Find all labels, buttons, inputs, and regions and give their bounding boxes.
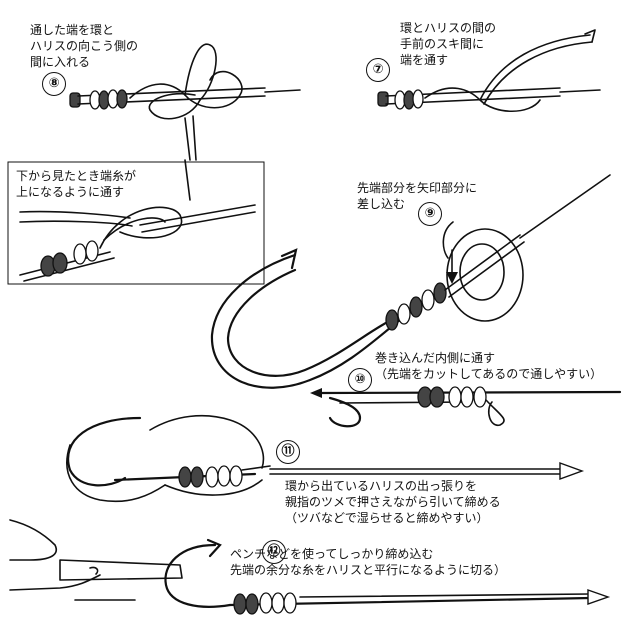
step7-number: ⑦ (366, 58, 390, 82)
step10-text: 巻き込んだ内側に通す （先端をカットしてあるので通しやすい） (375, 351, 603, 381)
step12-text: ペンチなどを使ってしっかり締め込む 先端の余分な糸をハリスと平行になるように切る… (230, 547, 507, 577)
step7-text: 環とハリスの間の 手前のスキ間に 端を通す (400, 21, 497, 67)
step9-drawing (210, 174, 611, 389)
step11-drawing (66, 414, 585, 503)
step8-text: 通した端を環と ハリスの向こう側の 間に入れる (30, 23, 139, 69)
step7-drawing (377, 29, 601, 112)
step12-drawing (9, 519, 611, 615)
step10-number: ⑩ (348, 368, 372, 392)
step8-drawing (69, 43, 301, 161)
inset-box (7, 159, 265, 285)
step11-number: ⑪ (276, 440, 300, 464)
step12-number: ⑫ (262, 540, 286, 564)
step9-number: ⑨ (418, 202, 442, 226)
step10-drawing (310, 386, 622, 428)
step8-number: ⑧ (42, 72, 66, 96)
step9-text: 先端部分を矢印部分に 差し込む (357, 181, 478, 211)
inset-text: 下から見たとき端糸が 上になるように通す (16, 169, 137, 199)
step11-text: 環から出ているハリスの出っ張りを 親指のツメで押さえながら引いて締める （ツバな… (285, 479, 501, 525)
